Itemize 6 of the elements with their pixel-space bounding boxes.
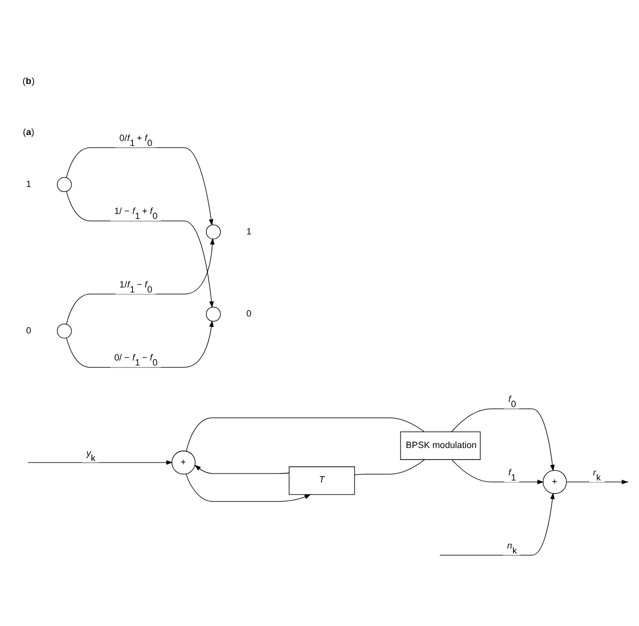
label: (a) (22, 127, 34, 138)
node-label: 0 (246, 308, 252, 319)
node-label: 1 (26, 179, 32, 190)
node-label: 0 (26, 325, 32, 336)
node-label: 1 (246, 226, 252, 236)
label: (b) (22, 76, 35, 86)
